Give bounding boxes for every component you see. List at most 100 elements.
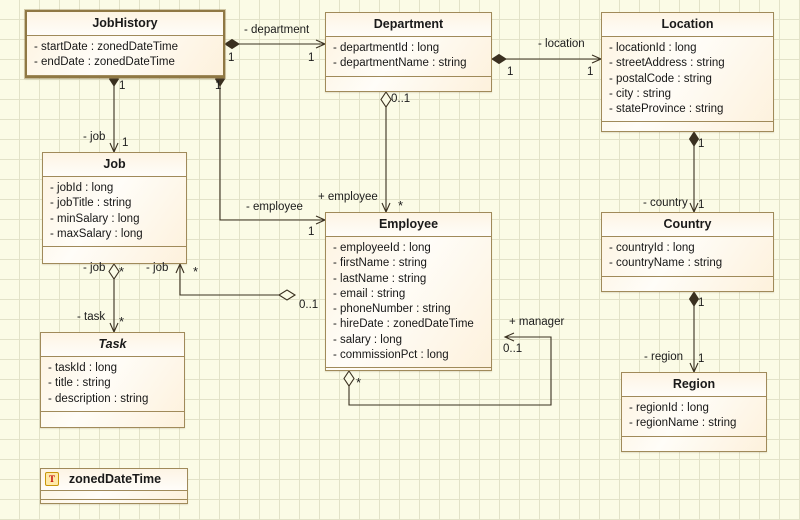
class-box-department[interactable]: Department - departmentId : long - depar… <box>325 12 492 92</box>
multiplicity-label: 1 <box>308 52 315 64</box>
class-operations-employee <box>326 368 491 381</box>
attribute: - postalCode : string <box>609 72 712 85</box>
association-role-label: - employee <box>246 201 303 213</box>
class-operations-task <box>41 412 184 425</box>
multiplicity-label: 1 <box>698 297 705 309</box>
association-role-label: + employee <box>318 191 378 203</box>
multiplicity-label: 1 <box>698 199 705 211</box>
aggregation-diamond-job-task <box>108 263 120 280</box>
attribute: - phoneNumber : string <box>333 303 451 316</box>
attribute: - taskId : long <box>48 362 118 374</box>
attribute: - lastName : string <box>333 272 427 285</box>
class-attributes-region: - regionId : long - regionName : string <box>622 397 766 437</box>
multiplicity-label: 0..1 <box>503 343 523 355</box>
multiplicity-label: 1 <box>507 66 514 78</box>
association-role-label: - task <box>77 311 106 323</box>
attribute: - jobId : long <box>50 182 114 194</box>
multiplicity-label: 1 <box>587 66 594 78</box>
class-title-zoneddatetime: T zonedDateTime <box>41 469 187 491</box>
class-operations-department <box>326 77 491 90</box>
attribute: - maxSalary : long <box>50 227 143 240</box>
association-role-label: - location <box>538 38 585 50</box>
multiplicity-label: * <box>119 264 125 279</box>
association-role-label: - department <box>244 24 310 36</box>
association-role-label: - job <box>83 262 106 274</box>
class-operations-location <box>602 122 773 135</box>
class-box-country[interactable]: Country - countryId : long - countryName… <box>601 212 774 292</box>
multiplicity-label: * <box>119 314 125 329</box>
attribute: - jobTitle : string <box>50 197 132 210</box>
multiplicity-label: * <box>193 264 199 279</box>
attribute: - countryName : string <box>609 257 723 270</box>
attribute: - firstName : string <box>333 257 427 270</box>
class-attributes-location: - locationId : long - streetAddress : st… <box>602 37 773 123</box>
association-role-label: - job <box>83 131 106 143</box>
class-title-job: Job <box>43 153 186 177</box>
class-box-jobhistory[interactable]: JobHistory - startDate : zonedDateTime -… <box>25 10 225 78</box>
class-box-region[interactable]: Region - regionId : long - regionName : … <box>621 372 767 452</box>
attribute: - minSalary : long <box>50 212 140 225</box>
composition-diamond-jobhistory-department <box>224 38 240 50</box>
class-attributes-employee: - employeeId : long - firstName : string… <box>326 237 491 369</box>
multiplicity-label: 1 <box>308 226 315 238</box>
aggregation-diamond-department-employee <box>380 91 392 108</box>
attribute: - countryId : long <box>609 242 695 254</box>
attribute: - startDate : zonedDateTime <box>34 41 179 53</box>
class-title-task: Task <box>41 333 184 357</box>
attribute: - streetAddress : string <box>609 57 725 70</box>
class-attributes-job: - jobId : long - jobTitle : string - min… <box>43 177 186 248</box>
class-operations-zoneddatetime <box>41 500 187 506</box>
attribute: - title : string <box>48 377 111 390</box>
class-title-department: Department <box>326 13 491 37</box>
association-role-label: - region <box>644 351 683 363</box>
class-attributes-department: - departmentId : long - departmentName :… <box>326 37 491 77</box>
multiplicity-label: 1 <box>122 137 129 149</box>
class-box-job[interactable]: Job - jobId : long - jobTitle : string -… <box>42 152 187 264</box>
multiplicity-label: * <box>398 198 404 213</box>
attribute: - endDate : zonedDateTime <box>34 56 175 69</box>
edge-jobhistory-employee <box>219 84 327 225</box>
attribute: - commissionPct : long <box>333 349 449 362</box>
class-operations-region <box>622 437 766 450</box>
type-t-icon: T <box>45 472 59 486</box>
class-operations-country <box>602 277 773 290</box>
attribute: - regionId : long <box>629 402 709 414</box>
attribute: - stateProvince : string <box>609 103 724 116</box>
multiplicity-label: 1 <box>228 52 235 64</box>
class-title-label: zonedDateTime <box>68 472 162 486</box>
attribute: - departmentName : string <box>333 57 467 70</box>
association-role-label: + manager <box>509 316 565 328</box>
aggregation-diamond-employee-job <box>277 289 297 301</box>
attribute: - description : string <box>48 392 149 405</box>
multiplicity-label: 1 <box>215 80 222 92</box>
attribute: - city : string <box>609 87 671 100</box>
attribute: - employeeId : long <box>333 242 431 254</box>
class-operations-job <box>43 247 186 260</box>
multiplicity-label: 1 <box>698 138 705 150</box>
attribute: - regionName : string <box>629 417 737 430</box>
class-box-task[interactable]: Task - taskId : long - title : string - … <box>40 332 185 428</box>
class-attributes-jobhistory: - startDate : zonedDateTime - endDate : … <box>27 36 223 76</box>
multiplicity-label: 1 <box>119 80 126 92</box>
class-box-employee[interactable]: Employee - employeeId : long - firstName… <box>325 212 492 371</box>
attribute: - hireDate : zonedDateTime <box>333 318 474 331</box>
class-title-location: Location <box>602 13 773 37</box>
attribute: - salary : long <box>333 333 403 346</box>
multiplicity-label: * <box>356 375 362 390</box>
attribute: - email : string <box>333 287 406 300</box>
class-attributes-task: - taskId : long - title : string - descr… <box>41 357 184 412</box>
class-box-location[interactable]: Location - locationId : long - streetAdd… <box>601 12 774 132</box>
association-role-label: - job <box>146 262 169 274</box>
multiplicity-label: 0..1 <box>299 299 319 311</box>
class-box-zoneddatetime[interactable]: T zonedDateTime <box>40 468 188 504</box>
attribute: - departmentId : long <box>333 42 440 54</box>
class-title-jobhistory: JobHistory <box>27 12 223 36</box>
multiplicity-label: 0..1 <box>391 93 411 105</box>
association-role-label: - country <box>643 197 688 209</box>
composition-diamond-department-location <box>491 53 507 65</box>
class-title-employee: Employee <box>326 213 491 237</box>
class-title-region: Region <box>622 373 766 397</box>
class-attributes-country: - countryId : long - countryName : strin… <box>602 237 773 277</box>
class-title-country: Country <box>602 213 773 237</box>
